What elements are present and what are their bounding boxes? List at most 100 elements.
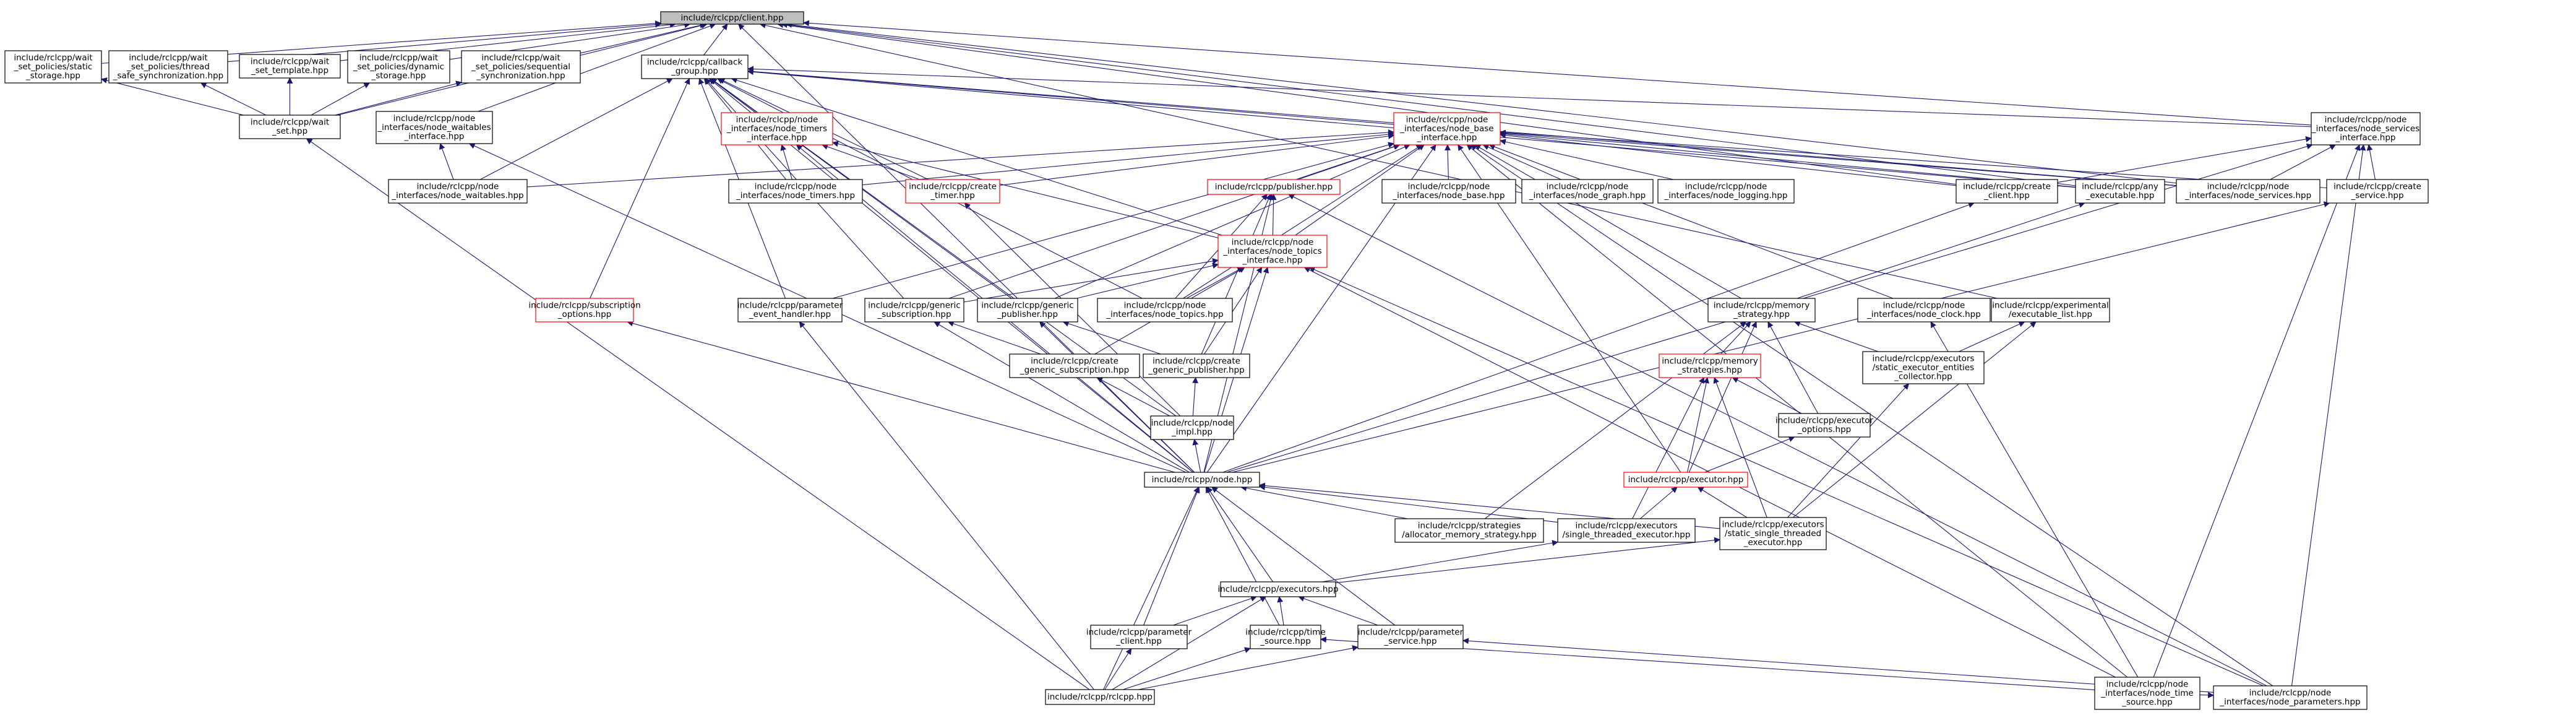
file-node-callback-group[interactable]: include/rclcpp/callback_group.hpp (641, 54, 749, 79)
file-node-ni-time-source[interactable]: include/rclcpp/node_interfaces/node_time… (2094, 677, 2200, 710)
dependency-edge-alloc_mem-to-mem_strategy (1484, 321, 1747, 519)
file-node-ni-clock[interactable]: include/rclcpp/node_interfaces/node_cloc… (1857, 298, 1991, 323)
file-node-label: include/rclcpp/generic (868, 301, 960, 311)
file-node-label: _group.hpp (671, 66, 718, 76)
file-node-executors[interactable]: include/rclcpp/executors.hpp (1217, 581, 1339, 597)
file-node-ni-topics[interactable]: include/rclcpp/node_interfaces/node_topi… (1097, 298, 1233, 323)
file-node-ni-waitables-if[interactable]: include/rclcpp/node_interfaces/node_wait… (376, 111, 493, 144)
file-node-create-service[interactable]: include/rclcpp/create_service.hpp (2326, 179, 2429, 204)
file-node-label: _interface.hpp (1242, 255, 1303, 265)
file-node-label: _impl.hpp (1171, 427, 1213, 437)
file-node-wait-set[interactable]: include/rclcpp/wait_set.hpp (239, 115, 341, 139)
file-node-label: _set.hpp (272, 126, 307, 136)
file-node-create-gen-sub[interactable]: include/rclcpp/create_generic_subscripti… (1009, 353, 1140, 378)
dependency-edge-exec_options-to-mem_strategy (1767, 321, 1819, 414)
dependency-edge-executors-to-node (1206, 487, 1274, 582)
file-node-client[interactable]: include/rclcpp/client.hpp (660, 11, 804, 25)
file-node-ni-parameters[interactable]: include/rclcpp/node_interfaces/node_para… (2213, 685, 2368, 710)
file-node-label: include/rclcpp/rclcpp.hpp (1047, 692, 1153, 702)
file-node-sub-options[interactable]: include/rclcpp/subscription_options.hpp (528, 298, 641, 323)
dependency-edge-param_client-to-executors (1173, 595, 1257, 626)
file-node-node-impl[interactable]: include/rclcpp/node_impl.hpp (1150, 415, 1234, 440)
file-node-static-single[interactable]: include/rclcpp/executors/static_single_t… (1719, 517, 1827, 550)
dependency-edge-ni_timers-to-ni_timers_if (780, 144, 792, 180)
file-node-ws-thread[interactable]: include/rclcpp/wait_set_policies/thread_… (108, 50, 228, 84)
file-node-single-thread[interactable]: include/rclcpp/executors/single_threaded… (1557, 518, 1696, 543)
file-node-ni-graph[interactable]: include/rclcpp/node_interfaces/node_grap… (1521, 179, 1654, 204)
file-node-label: include/rclcpp/node (1547, 182, 1629, 192)
file-node-label: _collector.hpp (1894, 371, 1952, 381)
file-node-static-collector[interactable]: include/rclcpp/executors/static_executor… (1862, 351, 1985, 384)
file-node-box (905, 179, 1000, 204)
file-node-box (1045, 689, 1155, 705)
file-node-label: include/rclcpp/create (1031, 357, 1118, 366)
file-node-ni-waitables[interactable]: include/rclcpp/node_interfaces/node_wait… (388, 179, 528, 204)
file-node-time-source[interactable]: include/rclcpp/time_source.hpp (1245, 625, 1326, 649)
dependency-edge-node_impl-to-create_gen_sub (1096, 377, 1170, 417)
file-node-alloc-mem[interactable]: include/rclcpp/strategies/allocator_memo… (1394, 518, 1544, 543)
file-node-label: /static_single_threaded (1725, 529, 1821, 539)
file-node-box (1707, 298, 1816, 323)
file-node-any-exec[interactable]: include/rclcpp/any_executable.hpp (2075, 179, 2165, 204)
file-node-ni-timers-if[interactable]: include/rclcpp/node_interfaces/node_time… (721, 112, 833, 145)
file-node-executor[interactable]: include/rclcpp/executor.hpp (1623, 472, 1748, 488)
file-node-box (1357, 625, 1464, 649)
file-node-label: include/rclcpp/node (2106, 679, 2189, 689)
file-node-label: _timer.hpp (930, 191, 975, 201)
dependency-edge-time_source-to-node (1205, 487, 1280, 626)
file-node-ni-base-if[interactable]: include/rclcpp/node_interfaces/node_base… (1393, 112, 1501, 145)
dependency-edge-wait_set-to-ws_static (101, 77, 244, 116)
file-node-rclcpp[interactable]: include/rclcpp/rclcpp.hpp (1045, 689, 1155, 705)
file-node-ws-dynamic[interactable]: include/rclcpp/wait_set_policies/dynamic… (347, 50, 450, 84)
file-node-label: include/rclcpp/wait (251, 118, 329, 128)
file-node-create-gen-pub[interactable]: include/rclcpp/create_generic_publisher.… (1143, 353, 1250, 378)
file-node-publisher[interactable]: include/rclcpp/publisher.hpp (1207, 179, 1341, 195)
file-node-ws-static[interactable]: include/rclcpp/wait_set_policies/static_… (4, 50, 102, 84)
dependency-edge-alloc_mem-to-node (1240, 485, 1408, 519)
file-node-box (239, 54, 341, 79)
dependency-edge-time_source-to-executors (1277, 596, 1284, 626)
file-node-label: _interfaces/node_waitables (377, 123, 491, 132)
file-node-label: include/rclcpp/node (1406, 115, 1488, 124)
file-node-box (2213, 685, 2368, 710)
file-node-exec-options[interactable]: include/rclcpp/executor_options.hpp (1775, 413, 1873, 438)
file-node-label: include/rclcpp/create (2333, 182, 2421, 192)
dependency-edge-mem_strategies-to-mem_strategy (1720, 321, 1751, 355)
file-node-create-timer[interactable]: include/rclcpp/create_timer.hpp (905, 179, 1000, 204)
file-node-label: _interfaces/node_topics (1222, 246, 1321, 256)
file-node-box (376, 111, 493, 144)
file-node-generic-pub[interactable]: include/rclcpp/generic_publisher.hpp (977, 298, 1078, 323)
file-node-create-client[interactable]: include/rclcpp/create_client.hpp (1956, 179, 2058, 204)
file-node-exec-list[interactable]: include/rclcpp/experimental/executable_l… (1991, 298, 2110, 323)
file-node-label: _interfaces/node_services.hpp (2184, 191, 2311, 201)
file-node-label: _client.hpp (1115, 636, 1162, 646)
file-node-ws-seq[interactable]: include/rclcpp/wait_set_policies/sequent… (461, 50, 581, 84)
file-node-generic-sub[interactable]: include/rclcpp/generic_subscription.hpp (864, 298, 964, 323)
file-node-box (1991, 298, 2110, 323)
file-node-box (1150, 415, 1234, 440)
file-node-mem-strategies[interactable]: include/rclcpp/memory_strategies.hpp (1659, 353, 1761, 378)
file-node-label: _interfaces/node_time (2100, 688, 2193, 698)
dependency-edges (101, 20, 2376, 698)
file-node-ws-template[interactable]: include/rclcpp/wait_set_template.hpp (239, 54, 341, 79)
file-node-param-event[interactable]: include/rclcpp/parameter_event_handler.h… (737, 298, 843, 323)
file-node-ni-base[interactable]: include/rclcpp/node_interfaces/node_base… (1381, 179, 1516, 204)
file-node-mem-strategy[interactable]: include/rclcpp/memory_strategy.hpp (1707, 298, 1816, 323)
file-node-label: _interface.hpp (2335, 132, 2396, 142)
dependency-edge-single_thread-to-executor (1639, 487, 1678, 519)
dependency-edge-wait_set-to-ws_dynamic (311, 82, 371, 116)
file-node-label: _set_policies/thread (126, 62, 210, 72)
file-node-ni-logging[interactable]: include/rclcpp/node_interfaces/node_logg… (1657, 179, 1795, 204)
file-node-label: _interface.hpp (404, 131, 465, 141)
dependency-edge-single_thread-to-node (1259, 484, 1558, 523)
file-node-param-client[interactable]: include/rclcpp/parameter_client.hpp (1086, 625, 1192, 649)
file-node-ni-services[interactable]: include/rclcpp/node_interfaces/node_serv… (2176, 179, 2321, 204)
file-node-ni-topics-if[interactable]: include/rclcpp/node_interfaces/node_topi… (1217, 235, 1328, 268)
file-node-ni-timers[interactable]: include/rclcpp/node_interfaces/node_time… (728, 179, 863, 204)
file-node-label: _storage.hpp (25, 71, 80, 80)
file-node-box (1144, 472, 1260, 488)
dependency-edge-mem_strategy-to-any_exec (1797, 202, 2085, 299)
file-node-node[interactable]: include/rclcpp/node.hpp (1144, 472, 1260, 488)
file-node-ni-services-if[interactable]: include/rclcpp/node_interfaces/node_serv… (2311, 112, 2421, 145)
file-node-param-service[interactable]: include/rclcpp/parameter_service.hpp (1357, 625, 1464, 649)
